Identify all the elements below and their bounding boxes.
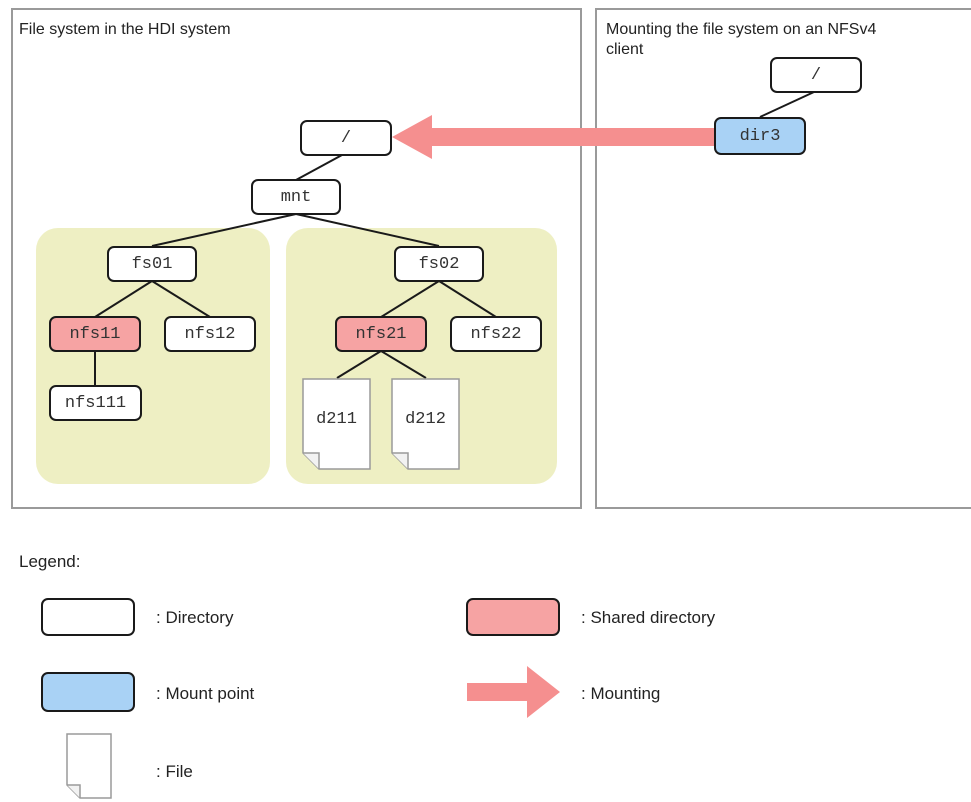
legend-mounting-label: : Mounting [581, 684, 661, 703]
legend-file-label: : File [156, 762, 193, 781]
nfs-client-title: Mounting the file system on an NFSv4 cli… [606, 21, 877, 58]
directory-fs02: fs02 [394, 246, 484, 282]
directory-nfs12: nfs12 [164, 316, 256, 352]
directory-nfs111: nfs111 [49, 385, 142, 421]
file-label-d211: d211 [316, 410, 357, 429]
directory-mnt: mnt [251, 179, 341, 215]
shared-directory-nfs11: nfs11 [49, 316, 141, 352]
legend-title: Legend: [19, 552, 81, 571]
file-label-d212: d212 [405, 410, 446, 429]
edge-mnt-fs01 [151, 213, 297, 247]
file-icon [302, 378, 371, 470]
mount-point-dir3: dir3 [714, 117, 806, 155]
edge-fs01-nfs11 [94, 280, 153, 318]
file-d211: d211 [302, 378, 371, 470]
legend-directory-swatch [41, 598, 135, 636]
legend-file-icon [66, 733, 112, 799]
edge-nfs21-d212 [380, 350, 427, 379]
edge-client-root-dir3 [759, 91, 815, 118]
edge-fs01-nfs12 [151, 280, 211, 318]
hdi-system-title: File system in the HDI system [19, 21, 231, 38]
client-directory-root: / [770, 57, 862, 93]
directory-nfs22: nfs22 [450, 316, 542, 352]
legend-shared-directory-swatch [466, 598, 560, 636]
edge-mnt-fs02 [295, 213, 440, 247]
directory-fs01: fs01 [107, 246, 197, 282]
file-icon [391, 378, 460, 470]
edge-nfs21-d211 [336, 350, 382, 379]
directory-root: / [300, 120, 392, 156]
legend-directory-label: : Directory [156, 608, 234, 627]
file-d212: d212 [391, 378, 460, 470]
edge-fs02-nfs21 [380, 280, 440, 318]
edge-root-mnt [295, 154, 343, 181]
legend-mount-point-label: : Mount point [156, 684, 255, 703]
shared-directory-nfs21: nfs21 [335, 316, 427, 352]
edge-fs02-nfs22 [438, 280, 497, 318]
legend-mounting-arrow [467, 666, 560, 718]
mounting-arrow [392, 115, 716, 159]
legend-mount-point-swatch [41, 672, 135, 712]
legend-shared-directory-label: : Shared directory [581, 608, 716, 627]
